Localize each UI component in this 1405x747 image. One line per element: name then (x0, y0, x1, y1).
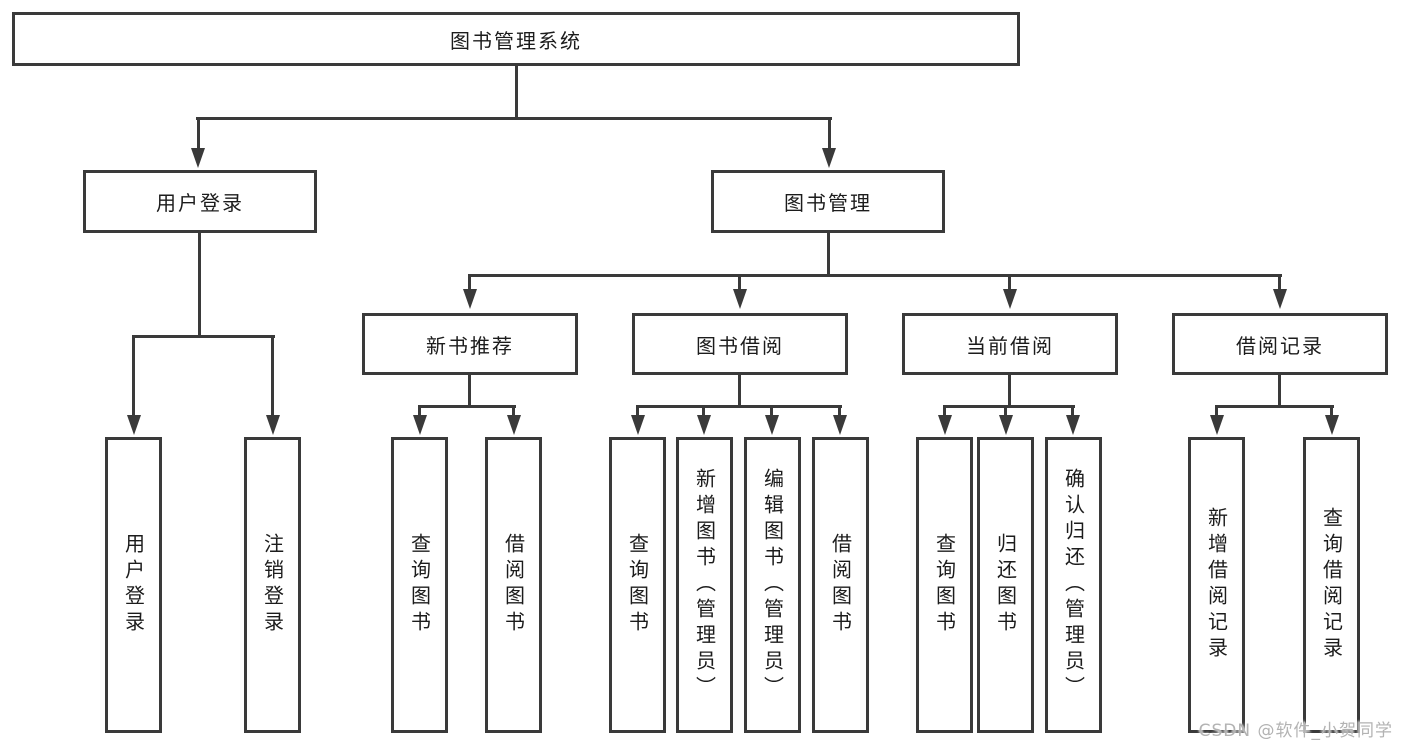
arrow-down-icon (631, 415, 645, 435)
arrow-down-icon (127, 415, 141, 435)
leaf-borrow-query-books: 查询图书 (609, 437, 666, 733)
conn-user-arrow1-shaft (132, 335, 135, 419)
conn-current-stub (1008, 373, 1011, 407)
leaf-records-add-record-label: 新增借阅记录 (1204, 507, 1229, 663)
conn-book-arrow2-shaft (738, 274, 741, 294)
conn-book-arrow1-shaft (468, 274, 471, 294)
conn-root-arrow2-shaft (828, 117, 831, 151)
conn-book-arrow4-shaft (1278, 274, 1281, 294)
arrow-down-icon (697, 415, 711, 435)
leaf-recommend-query-books-label: 查询图书 (407, 533, 432, 637)
conn-root-arrow1-shaft (197, 117, 200, 151)
leaf-records-query-record-label: 查询借阅记录 (1319, 507, 1344, 663)
conn-recommend-arrow2-shaft (512, 405, 515, 419)
arrow-down-icon (507, 415, 521, 435)
conn-recommend-arrow1-shaft (418, 405, 421, 419)
node-borrow-records-label: 借阅记录 (1236, 333, 1324, 358)
leaf-borrow-borrow-books-label: 借阅图书 (828, 533, 853, 637)
conn-book-arrow3-shaft (1008, 274, 1011, 294)
node-borrow-records: 借阅记录 (1172, 313, 1388, 375)
leaf-logout-label: 注销登录 (260, 533, 285, 637)
arrow-down-icon (833, 415, 847, 435)
conn-current-arrow3-shaft (1071, 405, 1074, 419)
leaf-current-confirm-return-admin-label: 确认归还（管理员） (1061, 468, 1086, 702)
node-book-borrow: 图书借阅 (632, 313, 848, 375)
leaf-recommend-query-books: 查询图书 (391, 437, 448, 733)
leaf-user-login: 用户登录 (105, 437, 162, 733)
conn-recommend-hline (418, 405, 516, 408)
conn-book-hline (468, 274, 1282, 277)
watermark: CSDN @软件_小贺同学 (1198, 721, 1393, 741)
conn-current-arrow1-shaft (943, 405, 946, 419)
arrow-down-icon (765, 415, 779, 435)
conn-user-stub (198, 231, 201, 337)
leaf-current-return-books-label: 归还图书 (993, 533, 1018, 637)
arrow-down-icon (822, 148, 836, 168)
conn-borrow-arrow1-shaft (636, 405, 639, 419)
arrow-down-icon (463, 289, 477, 309)
conn-book-stub (827, 231, 830, 277)
leaf-current-confirm-return-admin: 确认归还（管理员） (1045, 437, 1102, 733)
conn-current-hline (943, 405, 1075, 408)
arrow-down-icon (413, 415, 427, 435)
arrow-down-icon (733, 289, 747, 309)
conn-user-arrow2-shaft (271, 335, 274, 419)
conn-records-hline (1215, 405, 1334, 408)
arrow-down-icon (1003, 289, 1017, 309)
conn-user-hline (132, 335, 275, 338)
node-current-borrow: 当前借阅 (902, 313, 1118, 375)
node-root-label: 图书管理系统 (450, 28, 582, 53)
conn-records-stub (1278, 373, 1281, 407)
node-new-book-recommend-label: 新书推荐 (426, 333, 514, 358)
leaf-user-login-label: 用户登录 (121, 533, 146, 637)
arrow-down-icon (999, 415, 1013, 435)
conn-current-arrow2-shaft (1004, 405, 1007, 419)
node-book-management: 图书管理 (711, 170, 945, 233)
arrow-down-icon (1325, 415, 1339, 435)
node-new-book-recommend: 新书推荐 (362, 313, 578, 375)
arrow-down-icon (938, 415, 952, 435)
conn-records-arrow2-shaft (1330, 405, 1333, 419)
leaf-borrow-add-books-admin: 新增图书（管理员） (676, 437, 733, 733)
leaf-borrow-borrow-books: 借阅图书 (812, 437, 869, 733)
node-current-borrow-label: 当前借阅 (966, 333, 1054, 358)
conn-borrow-arrow2-shaft (702, 405, 705, 419)
arrow-down-icon (266, 415, 280, 435)
conn-borrow-arrow3-shaft (770, 405, 773, 419)
conn-borrow-hline (636, 405, 842, 408)
conn-root-stub (515, 64, 518, 119)
arrow-down-icon (1210, 415, 1224, 435)
leaf-records-add-record: 新增借阅记录 (1188, 437, 1245, 733)
conn-recommend-stub (468, 373, 471, 407)
conn-records-arrow1-shaft (1215, 405, 1218, 419)
node-book-management-label: 图书管理 (784, 191, 872, 215)
leaf-borrow-edit-books-admin-label: 编辑图书（管理员） (760, 468, 785, 702)
arrow-down-icon (1273, 289, 1287, 309)
arrow-down-icon (191, 148, 205, 168)
leaf-borrow-add-books-admin-label: 新增图书（管理员） (692, 468, 717, 702)
node-user-login-label: 用户登录 (156, 191, 244, 215)
conn-borrow-stub (738, 373, 741, 407)
leaf-recommend-borrow-books-label: 借阅图书 (501, 533, 526, 637)
leaf-borrow-query-books-label: 查询图书 (625, 533, 650, 637)
leaf-logout: 注销登录 (244, 437, 301, 733)
node-book-borrow-label: 图书借阅 (696, 333, 784, 358)
conn-root-hline (196, 117, 832, 120)
leaf-records-query-record: 查询借阅记录 (1303, 437, 1360, 733)
leaf-current-return-books: 归还图书 (977, 437, 1034, 733)
node-user-login: 用户登录 (83, 170, 317, 233)
leaf-recommend-borrow-books: 借阅图书 (485, 437, 542, 733)
leaf-borrow-edit-books-admin: 编辑图书（管理员） (744, 437, 801, 733)
leaf-current-query-books-label: 查询图书 (932, 533, 957, 637)
leaf-current-query-books: 查询图书 (916, 437, 973, 733)
node-root: 图书管理系统 (12, 12, 1020, 66)
arrow-down-icon (1066, 415, 1080, 435)
conn-borrow-arrow4-shaft (838, 405, 841, 419)
